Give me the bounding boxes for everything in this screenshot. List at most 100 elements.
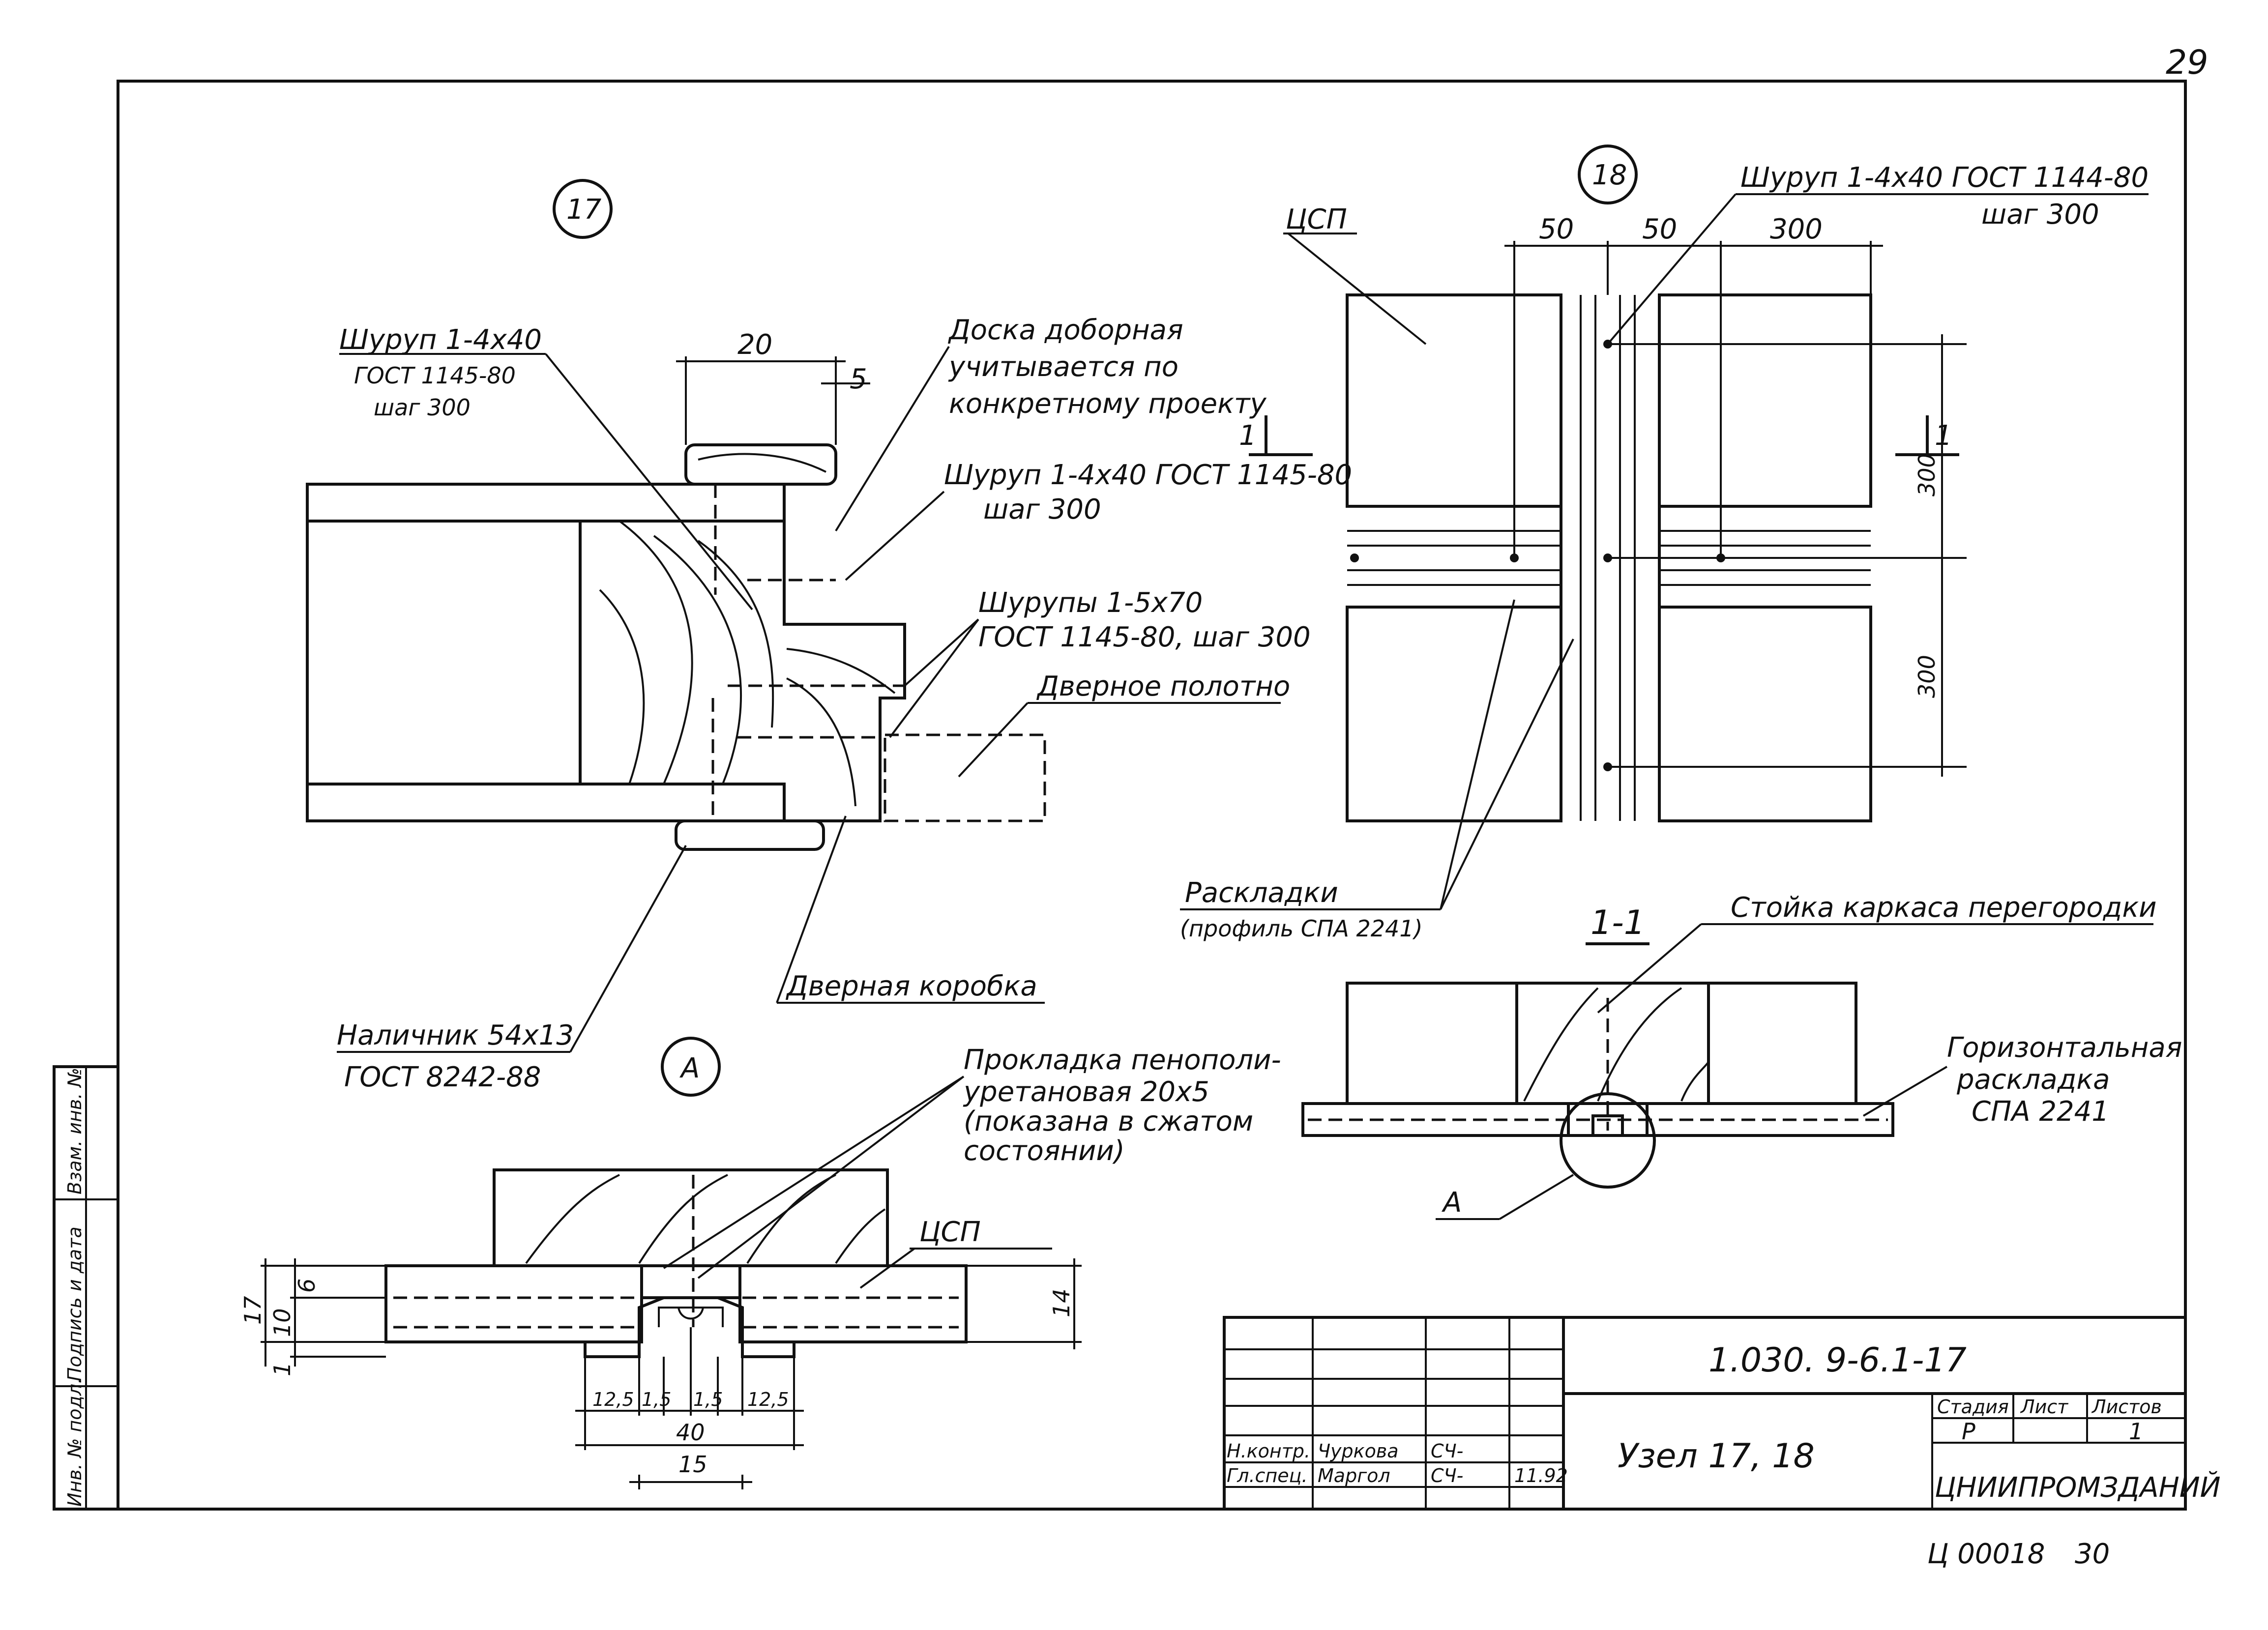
dA-dim-6: 6 (294, 1279, 320, 1293)
d18-screw-line2: шаг 300 (1981, 199, 2099, 231)
d18-panel-tl (1346, 293, 1562, 508)
dA-gasket (640, 1264, 741, 1299)
d17-wood-grain (599, 520, 896, 807)
dA-dim-b2: 1,5 (642, 1389, 671, 1410)
tb-sheets: 1 (2129, 1418, 2143, 1445)
d17-casing-line1: Наличник 54x13 (337, 1019, 574, 1051)
tb-org: ЦНИИПРОМЗДАНИЙ (1935, 1472, 2221, 1504)
tb-stage: Р (1962, 1418, 1975, 1445)
stamp-signature-date: Подпись и дата (64, 1226, 86, 1381)
d18-dim-top-1: 50 (1539, 213, 1574, 245)
tb-col-sheet: Лист (2020, 1396, 2069, 1418)
tb-signature-2: СЧ- (1431, 1465, 1463, 1486)
dA-dim-1: 1 (269, 1362, 295, 1376)
s11-board (1301, 1102, 1894, 1137)
s11-strip-line2: раскладка (1956, 1064, 2110, 1096)
dA-dim-inner: 15 (678, 1451, 707, 1478)
dA-board-label: ЦСП (919, 1216, 981, 1248)
page-number: 29 (2166, 43, 2209, 82)
d17-dim-width: 20 (737, 329, 772, 361)
d17-board-top (306, 483, 786, 523)
d18-panel-br (1658, 606, 1872, 822)
d17-board-note-line1: Доска доборная (947, 314, 1183, 346)
d18-screw-line1: Шуруп 1-4x40 ГОСТ 1144-80 (1740, 162, 2149, 194)
d18-dim-top-3: 300 (1770, 213, 1823, 245)
s11-strip-line3: СПА 2241 (1972, 1096, 2109, 1128)
dA-board-left (384, 1264, 643, 1343)
stamp-inv-original: Инв. № подл. (64, 1378, 86, 1507)
d17-screw1-line2: ГОСТ 1145-80 (354, 362, 516, 389)
tb-designation: 1.030. 9-6.1-17 (1708, 1341, 1967, 1380)
detail-17: 17 20 5 Шуруп 1-4x40 ГОСТ 1145-80 шаг 3 (306, 179, 1352, 1093)
detail-18: 18 (1180, 145, 2149, 942)
d17-screws3-line1: Шурупы 1-5x70 (978, 587, 1203, 619)
d17-screw2-line2: шаг 300 (983, 494, 1101, 525)
d18-dim-side-2: 300 (1914, 655, 1940, 698)
title-block: 1.030. 9-6.1-17 Узел 17, 18 Стадия Лист … (1223, 1316, 2221, 1511)
s11-callout-circle (1560, 1092, 1656, 1189)
d17-dim-gap: 5 (850, 363, 867, 395)
dA-dim-right: 14 (1048, 1288, 1075, 1317)
tb-col-sheets: Листов (2091, 1396, 2162, 1418)
s11-stud-label: Стойка каркаса перегородки (1731, 892, 2157, 924)
dA-dim-17: 17 (239, 1296, 266, 1325)
d18-horizontal-strip (1347, 505, 1871, 609)
side-stamp: Взам. инв. № Подпись и дата Инв. № подл. (53, 1065, 119, 1511)
tb-name-1: Чуркова (1318, 1440, 1399, 1462)
d17-screw2-line1: Шуруп 1-4x40 ГОСТ 1145-80 (944, 459, 1352, 491)
detail-17-marker-circle (553, 179, 613, 239)
dA-gasket-line3: (показана в сжатом (964, 1106, 1253, 1137)
d17-casing (675, 819, 825, 851)
d18-strips-line2: (профиль СПА 2241) (1180, 915, 1423, 942)
s11-callout-label: А (1442, 1187, 1462, 1219)
d17-screws3-line2: ГОСТ 1145-80, шаг 300 (978, 621, 1311, 653)
footer-page: 30 (2075, 1538, 2110, 1570)
detail-A-marker: А (679, 1052, 700, 1084)
d18-section-mark: 1 (1935, 420, 1952, 452)
dA-dim-10: 10 (269, 1308, 295, 1337)
d18-strips-line1: Раскладки (1185, 877, 1338, 909)
tb-role-2: Гл.спец. (1227, 1465, 1308, 1486)
tb-name: Узел 17, 18 (1618, 1437, 1815, 1476)
dA-gasket-line2: уретановая 20x5 (963, 1076, 1209, 1108)
d17-section-mark: 1 (1239, 420, 1257, 452)
d17-board-note-line3: конкретному проекту (949, 388, 1267, 420)
dA-dim-total: 40 (676, 1419, 705, 1446)
detail-18-marker: 18 (1592, 159, 1627, 191)
stamp-inv-replace: Взам. инв. № (64, 1068, 86, 1194)
section-1-1-title: 1-1 (1591, 903, 1645, 942)
d17-door-frame-label: Дверная коробка (785, 970, 1037, 1002)
detail-A: А 17 10 6 1 14 (239, 1037, 1281, 1489)
d18-panel-tr (1658, 293, 1872, 508)
d17-extension-board (684, 443, 837, 486)
s11-insulation-left (1346, 982, 1518, 1105)
s11-insulation-right (1707, 982, 1857, 1105)
d17-casing-line2: ГОСТ 8242-88 (344, 1061, 541, 1093)
tb-signature-1: СЧ- (1431, 1440, 1463, 1462)
d17-insulation (306, 520, 582, 786)
d18-board-label: ЦСП (1286, 204, 1347, 235)
dA-gasket-line1: Прокладка пенополи- (964, 1044, 1281, 1076)
d17-door-leaf-label: Дверное полотно (1036, 670, 1290, 702)
dA-dim-b4: 12,5 (747, 1389, 789, 1410)
d18-dim-top-2: 50 (1642, 213, 1677, 245)
d17-board-note-line2: учитывается по (948, 351, 1178, 383)
tb-name-2: Маргол (1318, 1465, 1390, 1486)
s11-strip-line1: Горизонтальная (1947, 1032, 2182, 1064)
outer-frame (117, 80, 2187, 1511)
d18-panel-bl (1346, 606, 1562, 822)
section-1-1: 1-1 А Стойка каркаса перегородки Горизон… (1301, 892, 2182, 1220)
tb-role-1: Н.контр. (1227, 1440, 1310, 1462)
dA-gasket-line4: состоянии) (964, 1135, 1125, 1167)
d18-dim-side-1: 300 (1914, 453, 1940, 496)
detail-18-marker-circle (1578, 145, 1638, 204)
footer-code: Ц 00018 (1927, 1538, 2045, 1570)
dA-profile (386, 1296, 966, 1358)
d17-door-leaf (884, 733, 1046, 822)
detail-A-marker-circle (661, 1037, 721, 1097)
detail-17-marker: 17 (566, 194, 602, 226)
tb-col-stage: Стадия (1937, 1396, 2009, 1418)
tb-date: 11.92 (1514, 1465, 1568, 1486)
dA-dim-b1: 12,5 (592, 1389, 634, 1410)
